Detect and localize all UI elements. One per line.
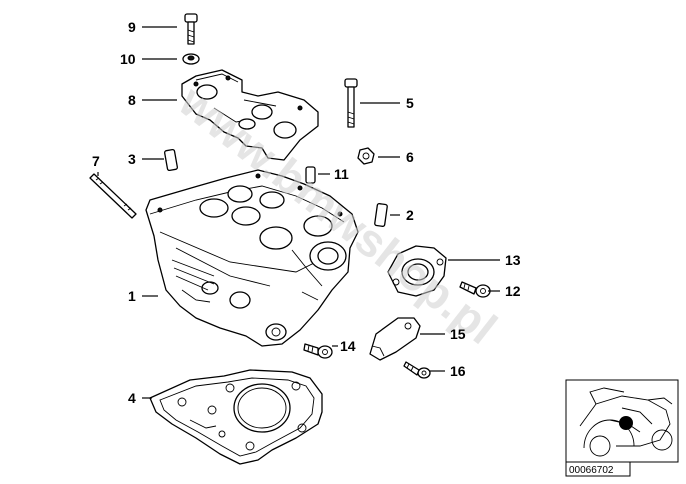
part-7-stud	[89, 173, 137, 219]
part-4-head-gasket	[149, 369, 323, 465]
part-13-flange	[387, 245, 447, 297]
motorcycle-thumbnail	[565, 379, 679, 463]
callout-4: 4	[128, 390, 136, 406]
part-11-sleeve	[305, 166, 316, 184]
part-8-bearing-bridge	[181, 69, 319, 161]
callout-13: 13	[505, 252, 521, 268]
callout-15: 15	[450, 326, 466, 342]
part-1-cylinder-head	[145, 169, 359, 347]
part-9-bolt	[184, 13, 198, 45]
part-14-screw	[303, 343, 333, 359]
engine-location-marker	[619, 416, 633, 430]
callout-14: 14	[340, 338, 356, 354]
callout-2: 2	[406, 207, 414, 223]
part-3-sleeve	[164, 148, 178, 172]
callout-9: 9	[128, 19, 136, 35]
callout-3: 3	[128, 151, 136, 167]
part-16-screw	[403, 361, 431, 379]
leader-lines	[97, 26, 500, 399]
motorcycle-silhouette	[579, 387, 673, 457]
part-6-nut	[357, 147, 375, 165]
part-15-cover-plate	[369, 317, 421, 361]
callout-16: 16	[450, 363, 466, 379]
callout-5: 5	[406, 95, 414, 111]
callout-12: 12	[505, 283, 521, 299]
callout-7: 7	[92, 153, 100, 169]
callout-6: 6	[406, 149, 414, 165]
part-5-bolt	[344, 78, 358, 128]
callout-11: 11	[334, 166, 349, 182]
callout-10: 10	[120, 51, 136, 67]
callout-1: 1	[128, 288, 136, 304]
reference-id: 00066702	[569, 465, 614, 476]
reference-id-box	[565, 461, 631, 477]
part-2-sleeve	[374, 203, 388, 227]
callout-8: 8	[128, 92, 136, 108]
part-10-washer	[182, 53, 200, 65]
